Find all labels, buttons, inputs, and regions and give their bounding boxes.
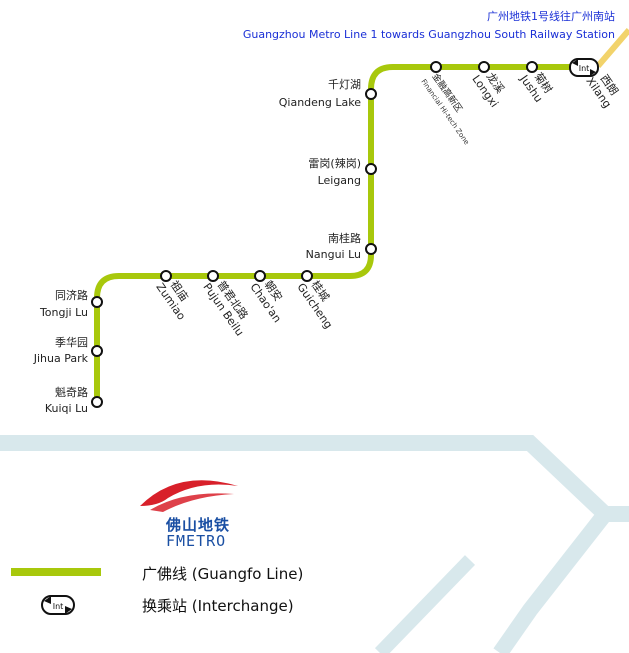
- station-chaoan[interactable]: [254, 270, 266, 282]
- station-zumiao[interactable]: [160, 270, 172, 282]
- header-line-cn: 广州地铁1号线往广州南站: [487, 10, 615, 23]
- label-nangui-lu-cn: 南桂路: [328, 231, 361, 245]
- station-jushu[interactable]: [526, 61, 538, 73]
- line-extension: [595, 28, 629, 68]
- label-kuiqi-lu-en: Kuiqi Lu: [45, 402, 88, 415]
- legend-interchange-icon: Int: [41, 595, 75, 615]
- logo-text-cn: 佛山地铁: [166, 516, 231, 534]
- label-qiandeng-lake-cn: 千灯湖: [328, 78, 361, 91]
- background-lines: [0, 435, 629, 653]
- label-tongji-lu-cn: 同济路: [55, 288, 88, 302]
- legend-line-label: 广佛线 (Guangfo Line): [142, 565, 304, 583]
- station-qiandeng-lake[interactable]: [365, 88, 377, 100]
- fmetro-logo: 佛山地铁 FMETRO: [138, 476, 248, 550]
- station-kuiqi-lu[interactable]: [91, 396, 103, 408]
- label-qiandeng-lake-en: Qiandeng Lake: [279, 96, 361, 109]
- stations: [91, 61, 538, 408]
- header-line-en: Guangzhou Metro Line 1 towards Guangzhou…: [242, 28, 615, 41]
- label-leigang-cn: 雷岗(辣岗): [308, 156, 361, 170]
- station-nangui-lu[interactable]: [365, 243, 377, 255]
- label-tongji-lu-en: Tongji Lu: [39, 306, 88, 319]
- logo-text-en: FMETRO: [166, 532, 227, 550]
- station-longxi[interactable]: [478, 61, 490, 73]
- station-leigang[interactable]: [365, 163, 377, 175]
- guangfo-line-path: [94, 64, 590, 402]
- station-jihua-park[interactable]: [91, 345, 103, 357]
- legend-interchange-label: 换乘站 (Interchange): [142, 597, 294, 615]
- interchange-icon-xilang[interactable]: Int: [569, 58, 599, 77]
- label-leigang-en: Leigang: [318, 174, 361, 187]
- label-jihua-park-en: Jihua Park: [33, 352, 89, 365]
- station-tongji-lu[interactable]: [91, 296, 103, 308]
- label-nangui-lu-en: Nangui Lu: [306, 248, 361, 261]
- svg-text:Int: Int: [53, 602, 64, 611]
- legend-line-sample: [11, 568, 101, 576]
- station-financial-zone[interactable]: [430, 61, 442, 73]
- fmetro-swoosh-icon: [140, 480, 238, 512]
- label-kuiqi-lu-cn: 魁奇路: [55, 385, 88, 399]
- station-pujun-beilu[interactable]: [207, 270, 219, 282]
- svg-text:Int: Int: [579, 64, 590, 73]
- station-guicheng[interactable]: [301, 270, 313, 282]
- label-jihua-park-cn: 季华园: [55, 335, 88, 349]
